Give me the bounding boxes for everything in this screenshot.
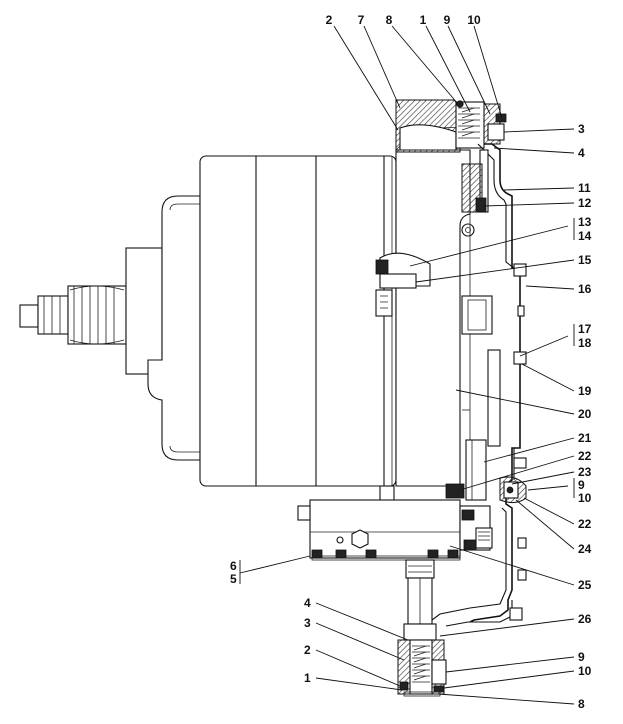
callout-4-right: 4 <box>578 146 585 160</box>
callout-1-top: 1 <box>420 13 427 27</box>
lower-hub <box>397 639 447 697</box>
callout-17: 17 <box>578 322 592 336</box>
leader-lines <box>239 25 575 705</box>
callout-3-right: 3 <box>578 122 585 136</box>
callout-15: 15 <box>578 253 592 267</box>
callout-10-right-b: 10 <box>578 664 592 678</box>
callout-4-left: 4 <box>304 596 311 610</box>
callout-19: 19 <box>578 384 592 398</box>
callout-1-left: 1 <box>304 671 311 685</box>
callout-12: 12 <box>578 196 592 210</box>
callout-8-right: 8 <box>578 697 585 711</box>
callout-9-right-a: 9 <box>578 478 585 492</box>
callout-22-b: 22 <box>578 517 592 531</box>
callout-5: 5 <box>230 572 237 586</box>
callout-25: 25 <box>578 578 592 592</box>
callout-20: 20 <box>578 407 592 421</box>
valve-block <box>297 499 493 561</box>
callout-16: 16 <box>578 282 592 296</box>
callout-8-top: 8 <box>386 13 393 27</box>
callout-14: 14 <box>578 229 592 243</box>
callout-23: 23 <box>578 465 592 479</box>
callout-10-top: 10 <box>467 13 481 27</box>
top-hub <box>395 99 507 153</box>
callout-7-top: 7 <box>358 13 365 27</box>
callout-3-left: 3 <box>304 616 311 630</box>
callout-21: 21 <box>578 431 592 445</box>
output-shaft <box>19 247 163 375</box>
callout-10-right-a: 10 <box>578 491 592 505</box>
internal-pin-assembly <box>375 252 431 317</box>
callout-labels-left: 6 5 4 3 2 1 <box>230 559 311 685</box>
callout-9-top: 9 <box>444 13 451 27</box>
callout-11: 11 <box>578 181 591 195</box>
callout-2-left: 2 <box>304 643 311 657</box>
control-shaft <box>445 439 527 504</box>
main-housing <box>199 155 397 511</box>
callout-6: 6 <box>230 559 237 573</box>
callout-labels-top: 2 7 8 1 9 10 <box>326 13 481 27</box>
flywheel-housing <box>395 127 501 487</box>
callout-26: 26 <box>578 612 592 626</box>
callout-labels-right: 3 4 11 12 13 14 15 16 17 18 19 20 21 22 … <box>578 122 592 711</box>
lower-pipe <box>403 559 437 641</box>
callout-2-top: 2 <box>326 13 333 27</box>
callout-24: 24 <box>578 542 592 556</box>
callout-18: 18 <box>578 336 592 350</box>
callout-13: 13 <box>578 215 592 229</box>
callout-22-a: 22 <box>578 449 592 463</box>
bell-housing-flange <box>147 195 201 461</box>
callout-9-right-b: 9 <box>578 650 585 664</box>
